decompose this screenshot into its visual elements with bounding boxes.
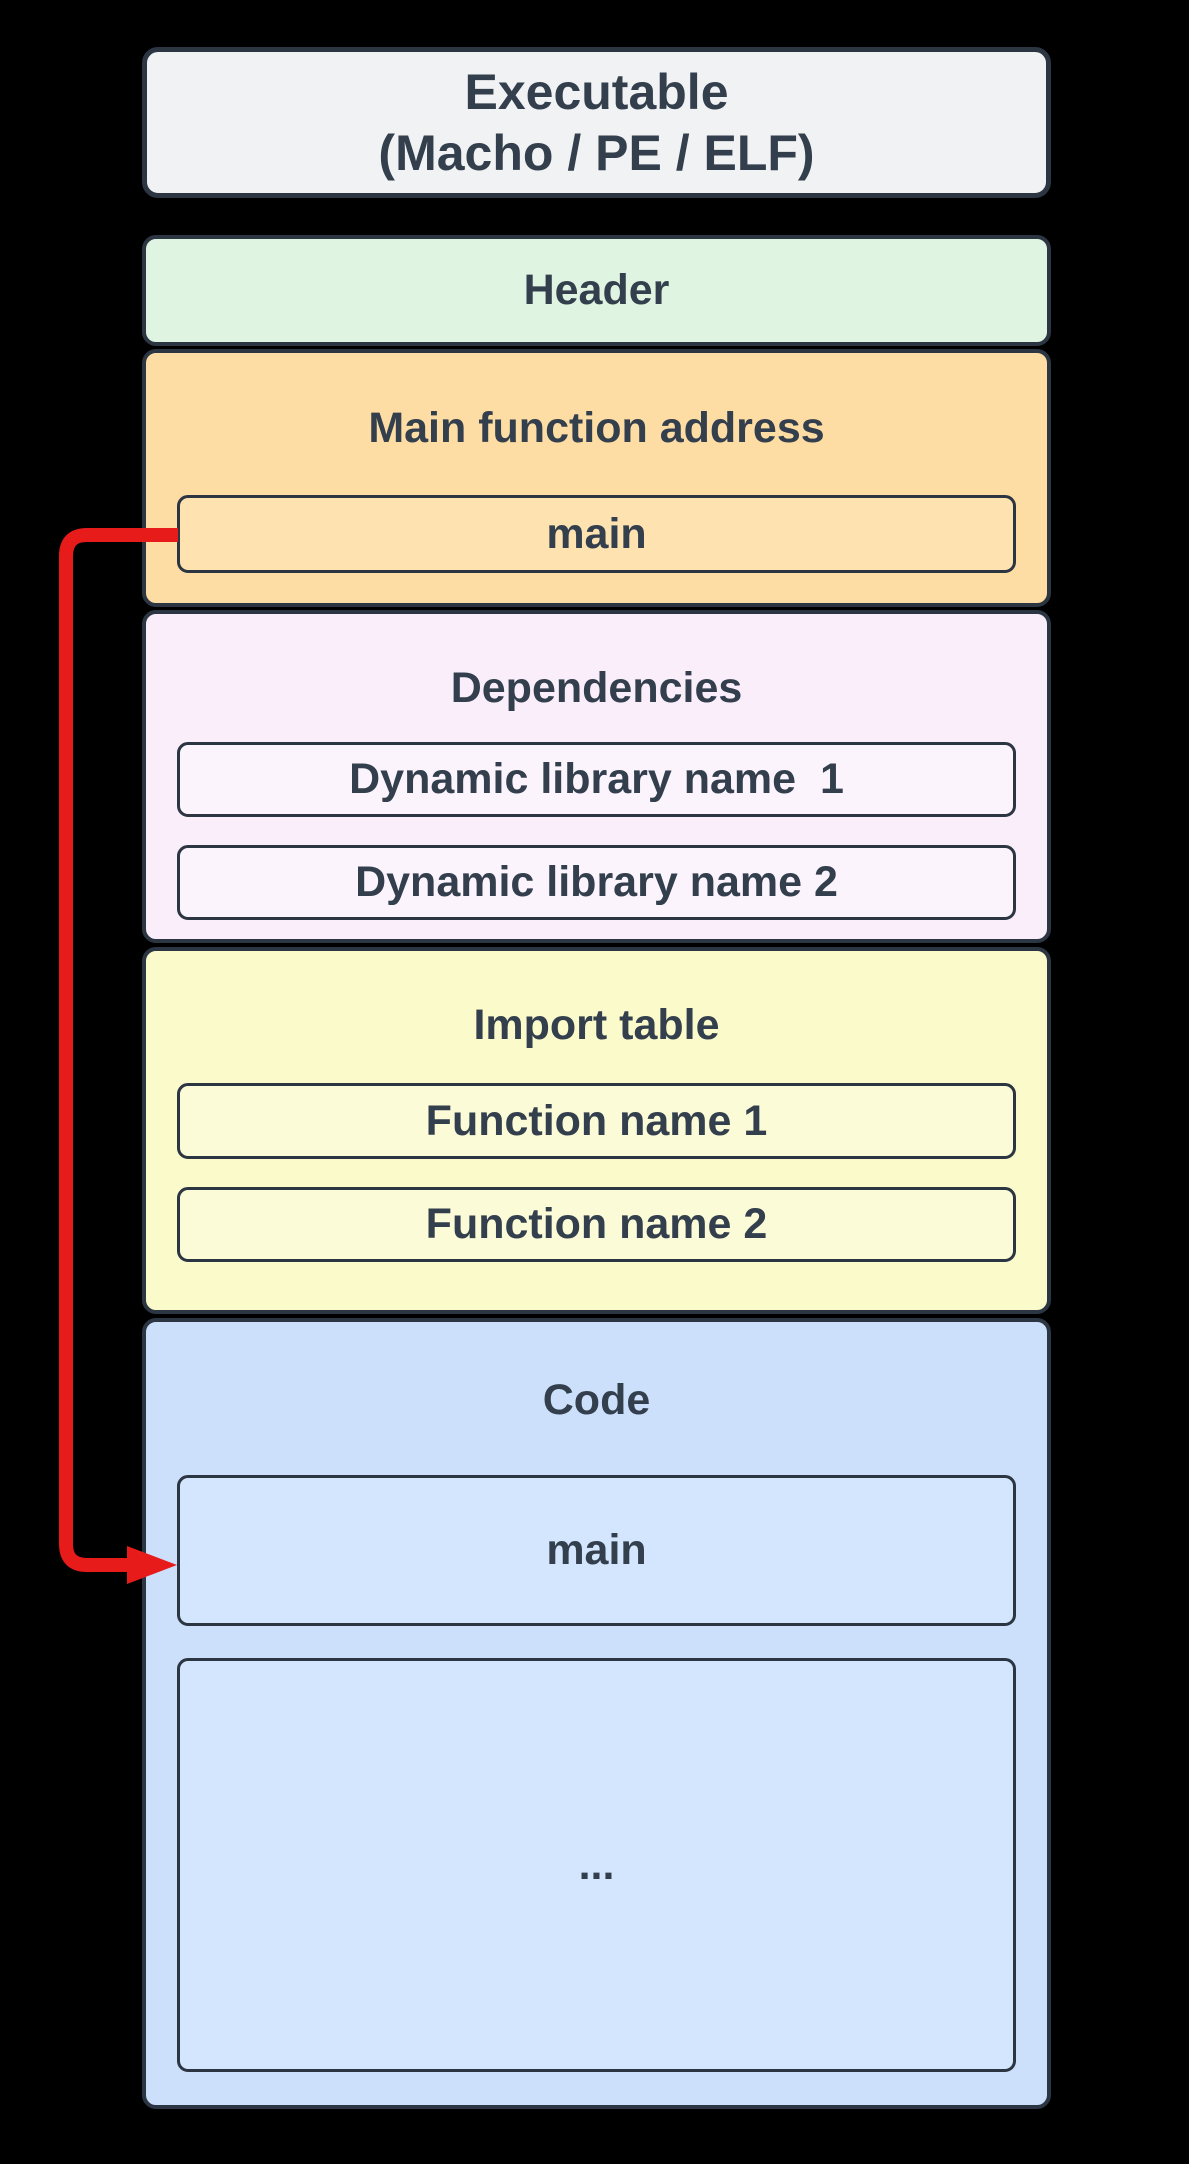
section-dependencies-title: Dependencies bbox=[450, 664, 743, 712]
section-code: Code main ... bbox=[142, 1318, 1051, 2109]
node-code-ellipsis: ... bbox=[177, 1658, 1016, 2072]
node-function-name-2: Function name 2 bbox=[177, 1187, 1016, 1262]
node-dynamic-library-2-label: Dynamic library name 2 bbox=[355, 858, 838, 906]
node-main-address-label: main bbox=[546, 509, 647, 558]
section-header-title: Header bbox=[523, 266, 670, 314]
node-dynamic-library-1: Dynamic library name 1 bbox=[177, 742, 1016, 817]
node-code-main-label: main bbox=[546, 1526, 647, 1574]
node-function-name-2-label: Function name 2 bbox=[425, 1200, 768, 1248]
section-header: Header bbox=[142, 235, 1051, 346]
executable-box: Executable (Macho / PE / ELF) bbox=[142, 47, 1051, 198]
executable-title: Executable (Macho / PE / ELF) bbox=[378, 62, 814, 184]
section-main-function-address: Main function address main bbox=[142, 349, 1051, 607]
section-dependencies: Dependencies Dynamic library name 1 Dyna… bbox=[142, 610, 1051, 943]
executable-title-line2: (Macho / PE / ELF) bbox=[378, 124, 815, 181]
executable-title-line1: Executable bbox=[464, 63, 729, 120]
node-dynamic-library-2: Dynamic library name 2 bbox=[177, 845, 1016, 920]
section-import-table: Import table Function name 1 Function na… bbox=[142, 947, 1051, 1314]
section-main-function-address-title: Main function address bbox=[368, 404, 825, 452]
node-dynamic-library-1-label: Dynamic library name 1 bbox=[349, 755, 844, 803]
node-code-main: main bbox=[177, 1475, 1016, 1626]
node-code-ellipsis-label: ... bbox=[578, 1840, 615, 1889]
node-main-address: main bbox=[177, 495, 1016, 573]
node-function-name-1: Function name 1 bbox=[177, 1083, 1016, 1159]
section-import-table-title: Import table bbox=[473, 1001, 720, 1049]
section-code-title: Code bbox=[542, 1376, 651, 1424]
node-function-name-1-label: Function name 1 bbox=[425, 1096, 768, 1145]
